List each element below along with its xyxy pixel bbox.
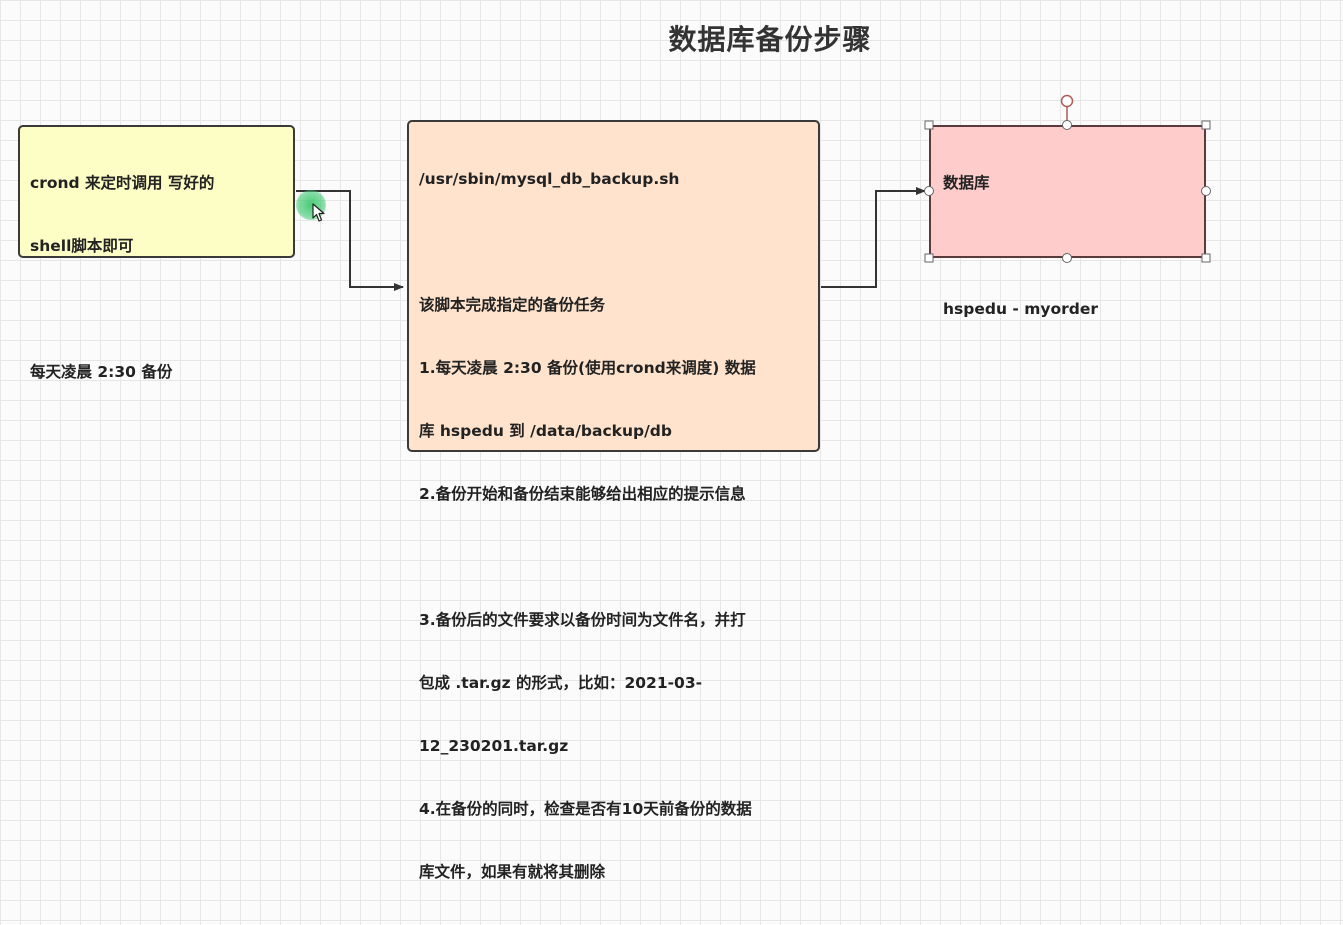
script-line-9: 包成 .tar.gz 的形式，比如：2021-03- — [419, 674, 703, 692]
connectors-layer — [296, 187, 926, 291]
crond-line-4: 每天凌晨 2:30 备份 — [30, 363, 173, 381]
resize-handle-right[interactable] — [1201, 186, 1211, 196]
mouse-cursor-icon — [312, 203, 325, 222]
diagram-title: 数据库备份步骤 — [668, 23, 872, 56]
resize-handle-top-right[interactable] — [1201, 120, 1211, 130]
script-line-7 — [419, 547, 808, 568]
script-line-4: 1.每天凌晨 2:30 备份(使用crond来调度) 数据 — [419, 359, 756, 377]
resize-handle-bottom[interactable] — [1062, 253, 1072, 263]
connector-crond-to-script[interactable] — [296, 190, 404, 291]
connector-script-to-database[interactable] — [821, 187, 926, 288]
crond-line-2: shell脚本即可 — [30, 237, 134, 255]
selection-handles — [924, 94, 1211, 263]
script-line-5: 库 hspedu 到 /data/backup/db — [419, 422, 672, 440]
script-line-11: 4.在备份的同时，检查是否有10天前备份的数据 — [419, 800, 752, 818]
resize-handle-bottom-right[interactable] — [1201, 253, 1211, 263]
resize-handle-top-left[interactable] — [924, 120, 934, 130]
rotate-handle[interactable] — [1060, 94, 1074, 108]
resize-handle-left[interactable] — [924, 186, 934, 196]
resize-handle-bottom-left[interactable] — [924, 253, 934, 263]
script-line-3: 该脚本完成指定的备份任务 — [419, 296, 606, 314]
script-line-12: 库文件，如果有就将其删除 — [419, 863, 606, 881]
crond-box[interactable]: crond 来定时调用 写好的 shell脚本即可 每天凌晨 2:30 备份 — [18, 125, 295, 381]
resize-handle-top[interactable] — [1062, 120, 1072, 130]
database-box[interactable]: 数据库 hspedu - myorder — [929, 125, 1206, 318]
script-line-10: 12_230201.tar.gz — [419, 737, 569, 755]
crond-line-1: crond 来定时调用 写好的 — [30, 174, 215, 192]
cursor-highlight — [296, 190, 326, 220]
diagram-canvas[interactable]: 数据库备份步骤 crond 来定时调用 写好的 shell脚本即可 每天凌晨 2… — [0, 0, 1343, 881]
database-line-3: hspedu - myorder — [943, 300, 1099, 318]
script-line-1: /usr/sbin/mysql_db_backup.sh — [419, 170, 680, 188]
database-line-1: 数据库 — [943, 174, 990, 192]
script-line-8: 3.备份后的文件要求以备份时间为文件名，并打 — [419, 611, 746, 629]
script-line-6: 2.备份开始和备份结束能够给出相应的提示信息 — [419, 485, 746, 503]
